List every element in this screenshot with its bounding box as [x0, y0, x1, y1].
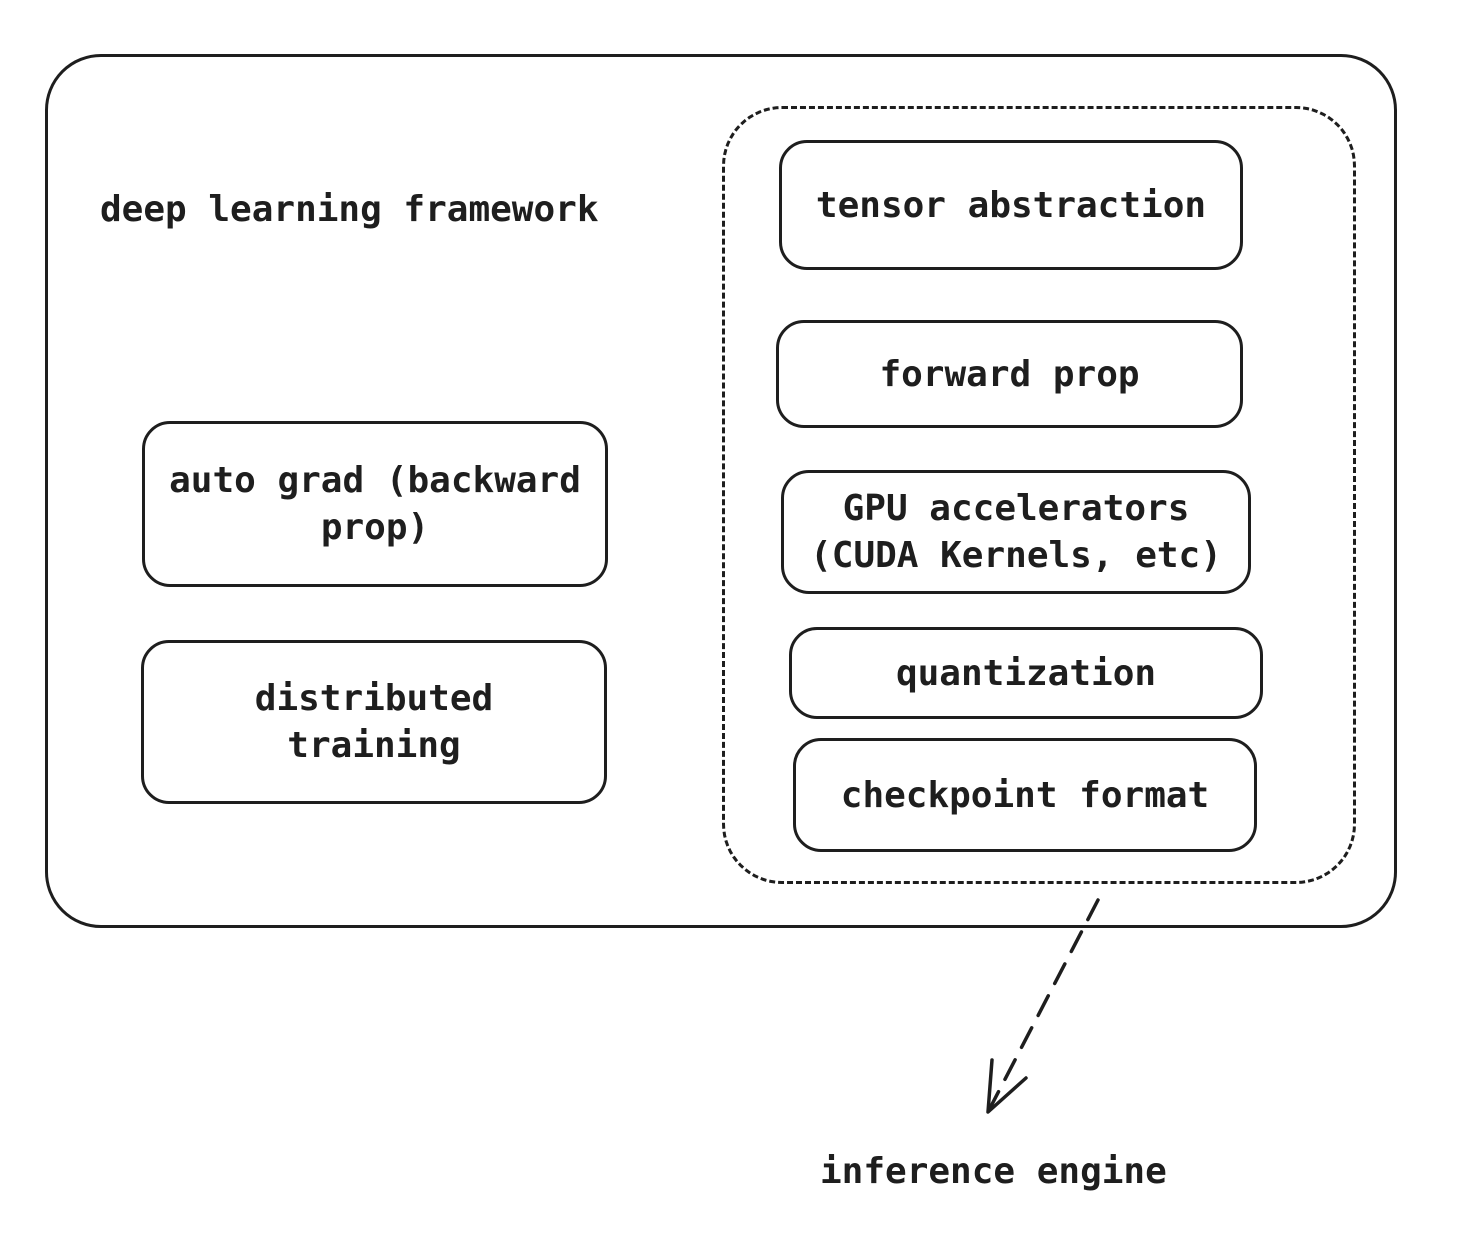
- checkpoint-format-node: checkpoint format: [793, 738, 1257, 852]
- framework-label: deep learning framework: [100, 189, 599, 230]
- tensor-abstraction-node: tensor abstraction: [779, 140, 1243, 270]
- inference-engine-label: inference engine: [820, 1151, 1167, 1192]
- arrow-shaft: [986, 898, 1100, 1114]
- forward-prop-node: forward prop: [776, 320, 1243, 428]
- inference-engine-group: [722, 106, 1356, 884]
- gpu-accelerators-node: GPU accelerators (CUDA Kernels, etc): [781, 470, 1251, 594]
- autograd-node: auto grad (backward prop): [142, 421, 608, 587]
- distributed-training-node: distributed training: [141, 640, 607, 804]
- arrow-head-icon: [986, 1058, 1028, 1114]
- quantization-node: quantization: [789, 627, 1263, 719]
- framework-container: [45, 54, 1397, 928]
